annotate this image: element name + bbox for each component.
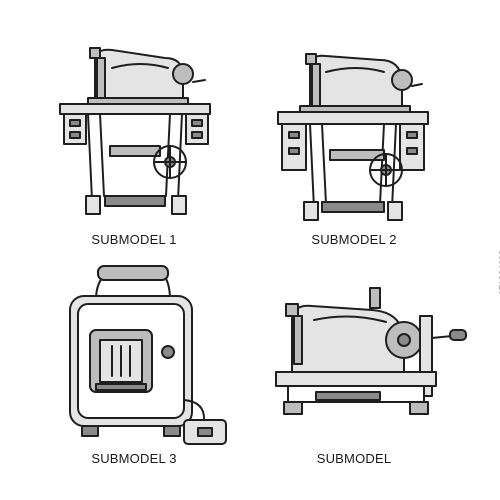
sewing-machine-case-icon xyxy=(69,265,227,445)
submodel-label: SUBMODEL xyxy=(316,451,392,466)
sewing-machine-treadle-1-icon xyxy=(59,47,211,215)
sewing-machine-antique-icon xyxy=(275,287,467,415)
sewing-machine-treadle-2-icon xyxy=(277,53,429,221)
submodel-1-label: SUBMODEL 1 xyxy=(91,232,177,247)
submodel-2-label: SUBMODEL 2 xyxy=(311,232,397,247)
submodel-3-label: SUBMODEL 3 xyxy=(91,451,177,466)
